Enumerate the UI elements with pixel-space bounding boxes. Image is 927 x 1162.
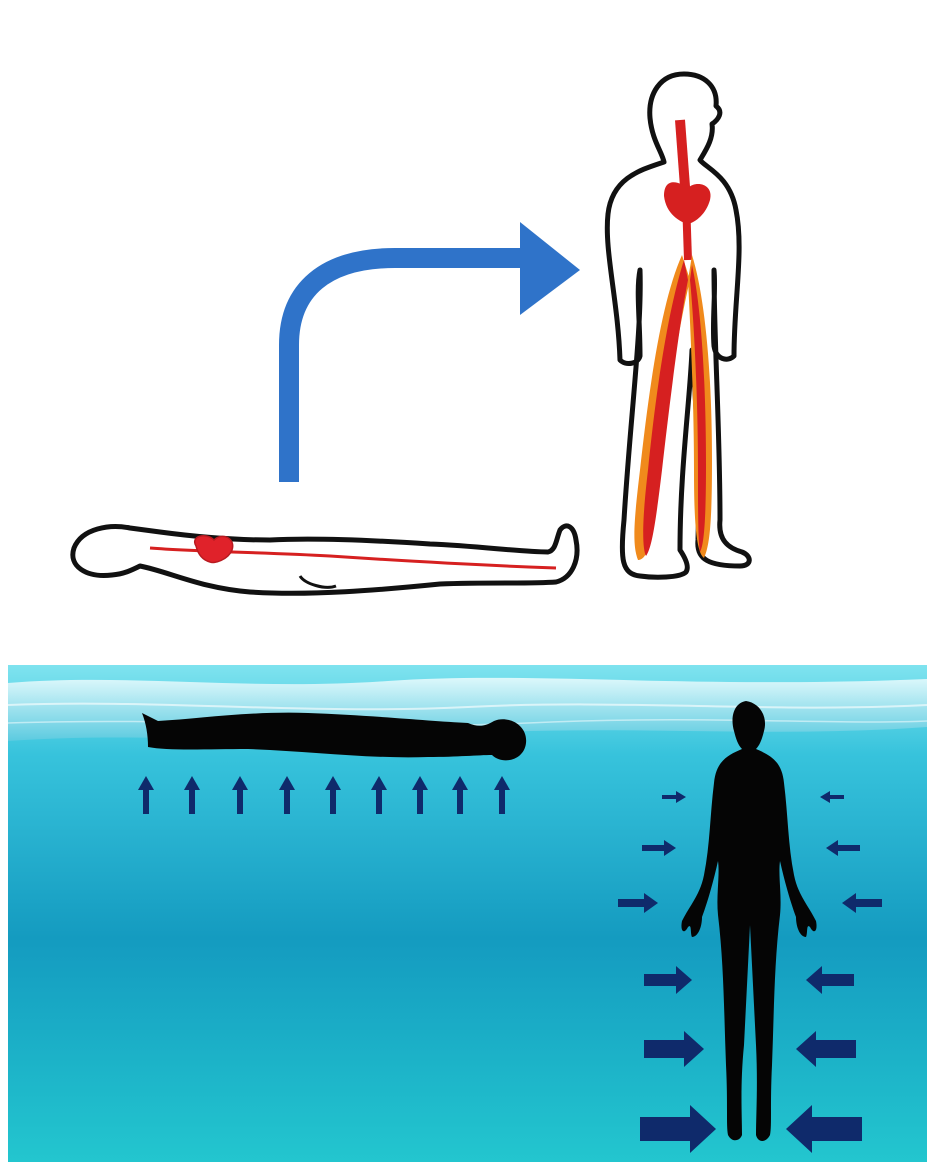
transition-arrow-icon: [289, 222, 580, 482]
supine-body-icon: [73, 526, 577, 593]
orthostatic-panel: [0, 0, 927, 665]
orthostatic-illustration: [0, 0, 927, 665]
water-illustration: [8, 665, 927, 1162]
hydrostatic-panel: [8, 665, 927, 1162]
